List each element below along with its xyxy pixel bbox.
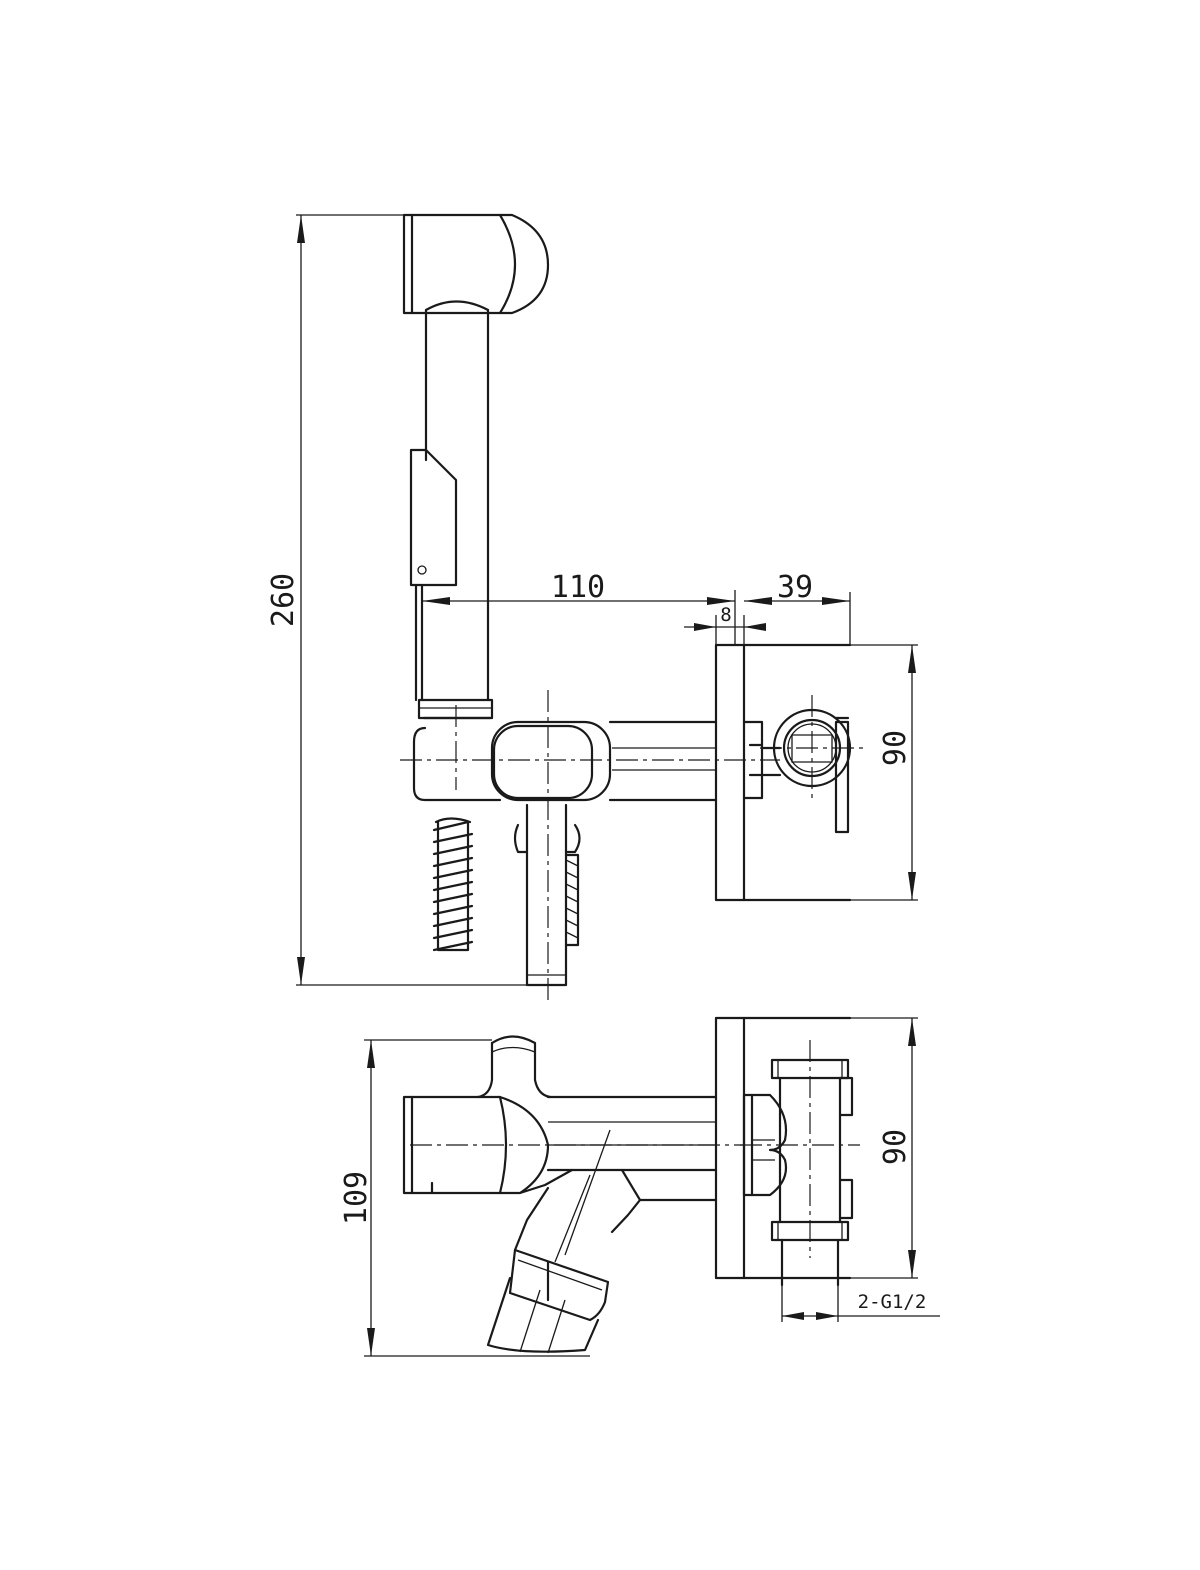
dim-box-height-top: 90 xyxy=(850,1017,918,1279)
flexible-hose xyxy=(432,817,474,952)
dim-label-top-view-depth: 109 xyxy=(339,1171,374,1225)
dim-label-connection: 2-G1/2 xyxy=(858,1291,927,1313)
dim-label-box-height-top: 90 xyxy=(878,1129,913,1165)
dim-arm-length: 110 xyxy=(421,570,736,700)
dim-box-height-side: 90 xyxy=(850,644,918,901)
dim-top-view-depth: 109 xyxy=(339,1039,590,1357)
hose-connector xyxy=(513,803,581,987)
shower-handle xyxy=(409,308,494,720)
arm-body-top xyxy=(513,1095,718,1263)
lever-knob xyxy=(476,1035,552,1099)
dim-label-box-depth: 39 xyxy=(777,570,813,605)
dim-box-depth: 39 xyxy=(744,570,851,645)
dim-label-flange-offset: 8 xyxy=(720,604,731,626)
wall-box-side xyxy=(714,643,852,902)
dim-connection: 2-G1/2 xyxy=(781,1285,940,1322)
dim-label-box-height-side: 90 xyxy=(878,730,913,766)
valve-body xyxy=(412,716,718,802)
dim-label-arm-length: 110 xyxy=(551,570,605,605)
top-view xyxy=(402,1016,860,1354)
side-view xyxy=(400,213,865,1000)
shower-head xyxy=(402,213,550,315)
angled-nozzle xyxy=(486,1248,610,1354)
dim-label-overall-height: 260 xyxy=(266,573,301,627)
wall-box-top xyxy=(714,1016,854,1287)
dim-flange-offset: 8 xyxy=(684,604,766,645)
dim-overall-height: 260 xyxy=(266,214,527,986)
